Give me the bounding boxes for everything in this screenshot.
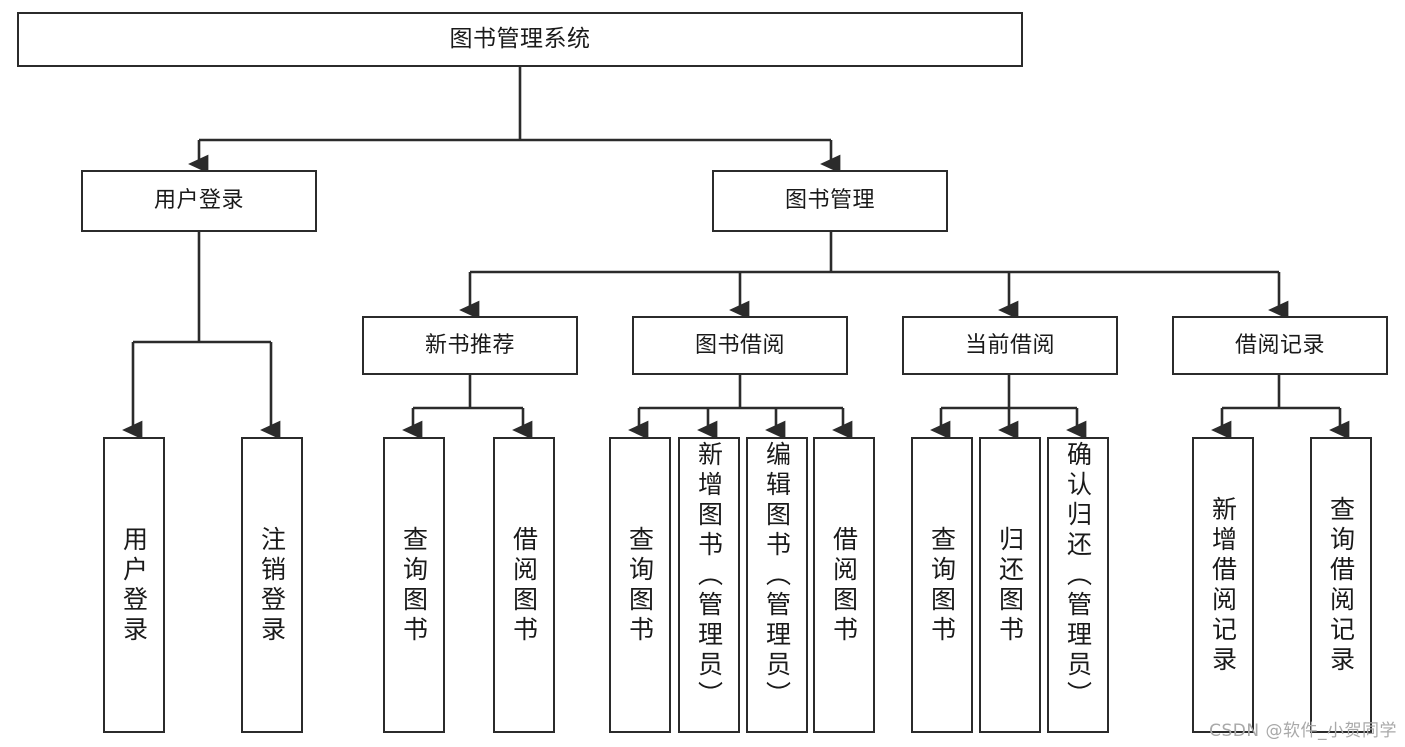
leaf-query-book-recommend[interactable]: 查询图书: [383, 437, 445, 733]
node-label: 查询借阅记录: [1326, 496, 1356, 676]
node-label: 当前借阅: [964, 332, 1055, 358]
leaf-query-borrow-record[interactable]: 查询借阅记录: [1310, 437, 1372, 733]
node-user-login[interactable]: 用户登录: [81, 170, 317, 232]
node-label: 注销登录: [257, 526, 287, 646]
node-label: 用户登录: [119, 526, 149, 646]
node-label: 确认归还（管理员）: [1063, 441, 1093, 711]
node-label: 编辑图书（管理员）: [762, 441, 792, 711]
node-label: 新增借阅记录: [1208, 496, 1238, 676]
node-label: 借阅图书: [829, 526, 859, 646]
leaf-confirm-return-admin[interactable]: 确认归还（管理员）: [1047, 437, 1109, 733]
leaf-return-book[interactable]: 归还图书: [979, 437, 1041, 733]
leaf-borrow-book-recommend[interactable]: 借阅图书: [493, 437, 555, 733]
node-book-borrow[interactable]: 图书借阅: [632, 316, 848, 375]
leaf-add-borrow-record[interactable]: 新增借阅记录: [1192, 437, 1254, 733]
node-label: 图书管理系统: [449, 25, 591, 52]
node-label: 借阅图书: [509, 526, 539, 646]
leaf-edit-book-admin[interactable]: 编辑图书（管理员）: [746, 437, 808, 733]
node-label: 查询图书: [927, 526, 957, 646]
node-new-book-recommend[interactable]: 新书推荐: [362, 316, 578, 375]
leaf-borrow-book[interactable]: 借阅图书: [813, 437, 875, 733]
node-label: 图书管理: [784, 188, 875, 214]
leaf-add-book-admin[interactable]: 新增图书（管理员）: [678, 437, 740, 733]
node-borrow-record[interactable]: 借阅记录: [1172, 316, 1388, 375]
leaf-query-book-borrow[interactable]: 查询图书: [609, 437, 671, 733]
node-root-system[interactable]: 图书管理系统: [17, 12, 1023, 67]
node-label: 用户登录: [153, 188, 244, 214]
leaf-user-login[interactable]: 用户登录: [103, 437, 165, 733]
node-label: 归还图书: [995, 526, 1025, 646]
node-current-borrow[interactable]: 当前借阅: [902, 316, 1118, 375]
node-label: 查询图书: [625, 526, 655, 646]
node-label: 新书推荐: [424, 332, 515, 358]
leaf-query-book-current[interactable]: 查询图书: [911, 437, 973, 733]
node-label: 查询图书: [399, 526, 429, 646]
node-book-management[interactable]: 图书管理: [712, 170, 948, 232]
watermark-text: CSDN @软件_小贺同学: [1209, 721, 1397, 741]
leaf-logout[interactable]: 注销登录: [241, 437, 303, 733]
node-label: 新增图书（管理员）: [694, 441, 724, 711]
node-label: 借阅记录: [1234, 332, 1325, 358]
node-label: 图书借阅: [694, 332, 785, 358]
